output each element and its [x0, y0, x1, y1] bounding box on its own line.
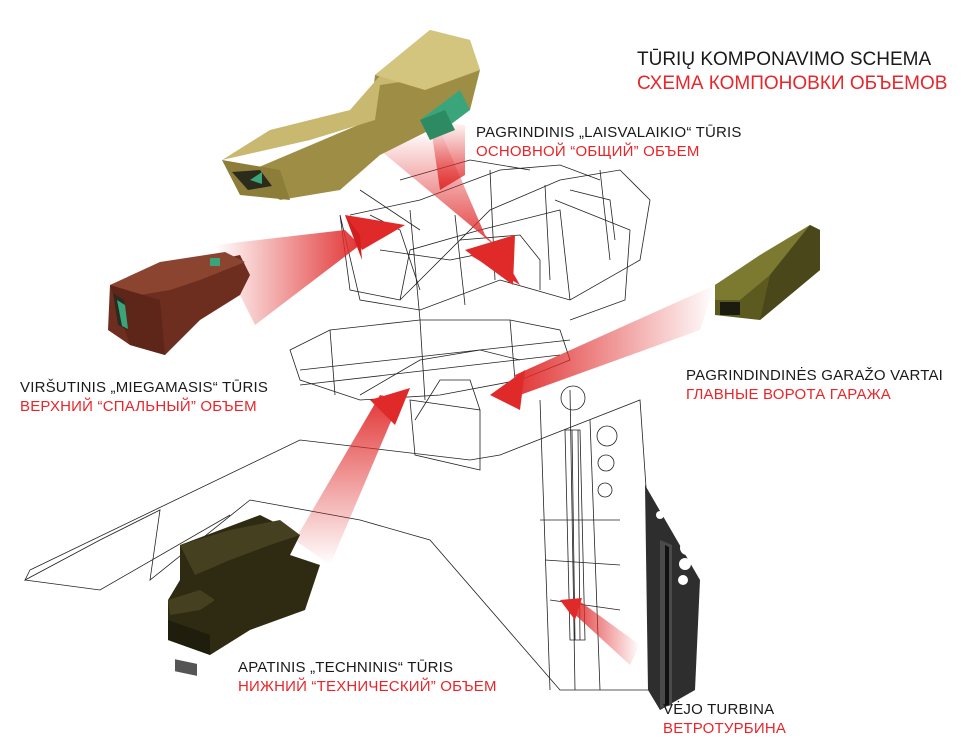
arrow-technical — [295, 388, 410, 565]
arrow-garage — [490, 285, 715, 410]
title-lithuanian: TŪRIŲ KOMPONAVIMO SCHEMA — [637, 49, 932, 70]
sleeping-volume — [108, 252, 250, 355]
leisure-volume — [222, 30, 480, 200]
label-technical-volume: APATINIS „TECHNINIS“ TŪRIS НИЖНИЙ “ТЕХНИ… — [238, 658, 497, 696]
label-technical-lt: APATINIS „TECHNINIS“ TŪRIS — [238, 659, 454, 676]
title-russian: СХЕМА КОМПОНОВКИ ОБЪЕМОВ — [637, 73, 948, 94]
diagram-title: TŪRIŲ KOMPONAVIMO SCHEMA СХЕМА КОМПОНОВК… — [637, 48, 947, 96]
house-wireframe — [24, 159, 661, 691]
label-sleeping-volume: VIRŠUTINIS „MIEGAMASIS“ TŪRIS ВЕРХНИЙ “С… — [20, 378, 268, 416]
arrow-leisure-2 — [430, 120, 465, 190]
label-sleeping-ru: ВЕРХНИЙ “СПАЛЬНЫЙ” ОБЪЕМ — [20, 398, 257, 415]
label-leisure-lt: PAGRINDINIS „LAISVALAIKIO“ TŪRIS — [476, 124, 742, 141]
label-sleeping-lt: VIRŠUTINIS „MIEGAMASIS“ TŪRIS — [20, 379, 269, 396]
label-turbine-lt: VĖJO TURBINA — [663, 701, 775, 718]
label-garage-lt: PAGRINDINDINĖS GARAŽO VARTAI — [686, 367, 944, 384]
label-garage-ru: ГЛАВНЫЕ ВОРОТА ГАРАЖА — [686, 386, 891, 403]
technical-volume — [168, 515, 320, 676]
garage-gate — [715, 225, 820, 320]
label-turbine-ru: ВЕТРОТУРБИНА — [663, 720, 787, 737]
arrow-sleeping — [215, 215, 405, 325]
wind-turbine — [645, 485, 700, 710]
label-garage-gate: PAGRINDINDINĖS GARAŽO VARTAI ГЛАВНЫЕ ВОР… — [686, 366, 943, 404]
label-wind-turbine: VĖJO TURBINA ВЕТРОТУРБИНА — [663, 700, 786, 738]
label-leisure-ru: ОСНОВНОЙ “ОБЩИЙ” ОБЪЕМ — [476, 143, 700, 160]
label-leisure-volume: PAGRINDINIS „LAISVALAIKIO“ TŪRIS ОСНОВНО… — [476, 123, 742, 161]
arrow-turbine — [560, 598, 640, 665]
label-technical-ru: НИЖНИЙ “ТЕХНИЧЕСКИЙ” ОБЪЕМ — [238, 678, 497, 695]
